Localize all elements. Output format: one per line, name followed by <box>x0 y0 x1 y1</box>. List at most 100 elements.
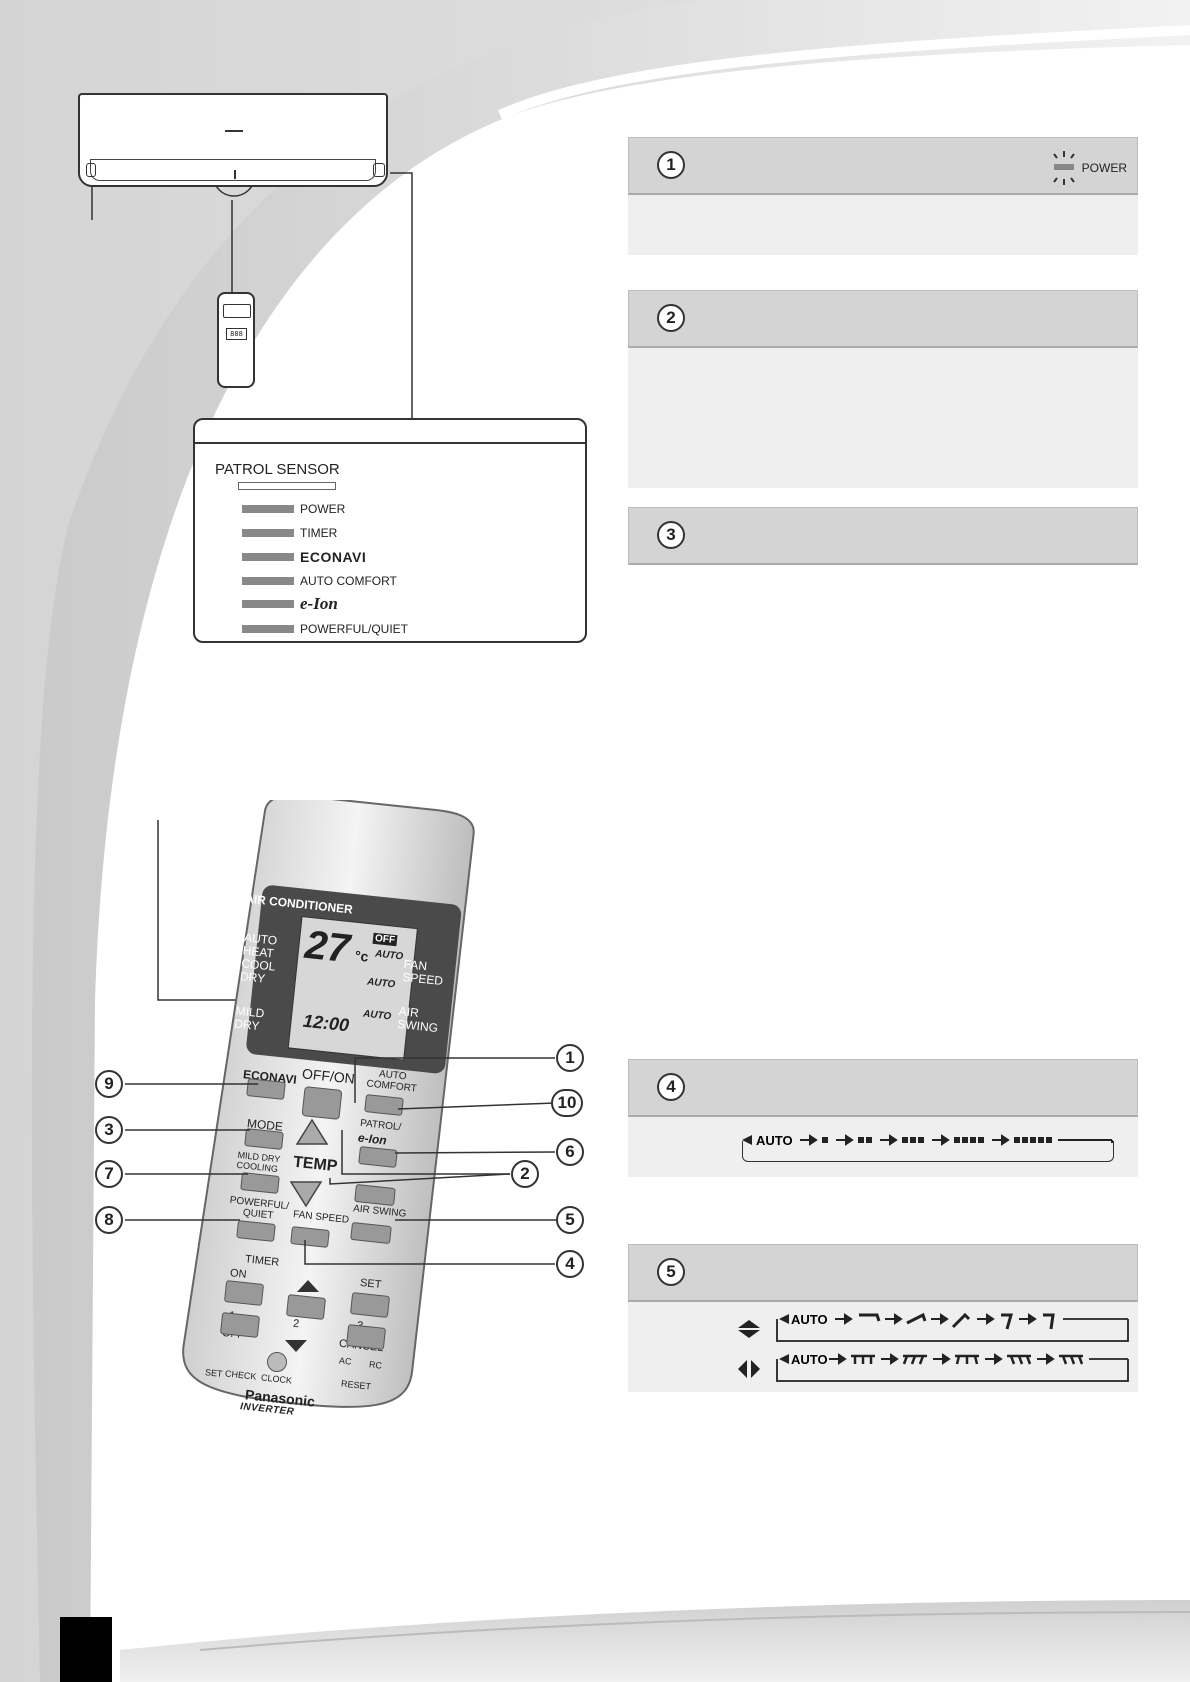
horizontal-swing-cycle: AUTO <box>776 1352 1129 1382</box>
indicator-auto-comfort: AUTO COMFORT <box>242 571 397 591</box>
lcd-off: OFF <box>372 932 398 947</box>
fan-speed-button[interactable] <box>290 1226 330 1248</box>
callout-5: 5 <box>556 1206 584 1234</box>
timer-up-button[interactable] <box>293 1278 323 1294</box>
temp-up-button[interactable] <box>295 1118 329 1146</box>
indicator-powerful-quiet: POWERFUL/QUIET <box>242 619 408 639</box>
callout-6: 6 <box>556 1138 584 1166</box>
section-number: 2 <box>657 304 685 332</box>
indicator-label: e-Ion <box>300 594 338 613</box>
unit-center-mark <box>234 170 236 179</box>
fan-speed-cycle-arrows: AUTO <box>742 1133 1113 1148</box>
timer-set-label: SET <box>359 1276 382 1292</box>
indicator-label: POWERFUL/QUIET <box>300 622 409 636</box>
callout-10: 10 <box>551 1089 583 1117</box>
bottom-set-label: SET <box>204 1367 223 1379</box>
section-number: 5 <box>657 1258 685 1286</box>
section-number: 1 <box>657 151 685 179</box>
power-lamp-icon <box>1052 151 1075 185</box>
page-number-tab <box>60 1617 112 1682</box>
section-5-body: AUTO AUTO <box>628 1302 1138 1392</box>
mild-dry-button[interactable] <box>240 1172 280 1194</box>
indicator-lamp <box>242 529 294 537</box>
section-number: 4 <box>657 1073 685 1101</box>
timer-cancel-button[interactable] <box>345 1324 387 1350</box>
mode-button[interactable] <box>244 1128 284 1150</box>
eion-label: e-Ion <box>357 1130 388 1148</box>
unit-left-sensor <box>86 163 96 177</box>
section-2-header: 2 <box>628 290 1138 348</box>
auto-comfort-button[interactable] <box>364 1094 404 1116</box>
indicator-label: POWER <box>300 502 346 516</box>
lcd-mild-dry: MILD DRY <box>234 1004 265 1034</box>
indicator-lamp <box>242 600 294 608</box>
callout-3: 3 <box>95 1116 123 1144</box>
callout-4: 4 <box>556 1250 584 1278</box>
indicator-power: POWER <box>242 499 345 519</box>
section-1-body <box>628 195 1138 255</box>
vertical-auto-label: AUTO <box>791 1312 828 1327</box>
indicator-eion: e-Ion <box>242 594 338 614</box>
bottom-ac-label: AC <box>338 1355 353 1367</box>
mini-remote-icon: 888 <box>217 292 255 388</box>
indicator-panel: PATROL SENSOR POWER TIMER ECONAVI AUTO C… <box>193 418 587 643</box>
indicator-timer: TIMER <box>242 523 337 543</box>
indicator-econavi: ECONAVI <box>242 547 366 567</box>
patrol-sensor-bar <box>238 482 336 490</box>
section-4-body: AUTO <box>628 1117 1138 1177</box>
timer-2-button[interactable] <box>285 1294 327 1320</box>
section-1-header: 1 POWER <box>628 137 1138 195</box>
mini-remote-lcd: 888 <box>226 328 247 340</box>
callout-1: 1 <box>556 1044 584 1072</box>
callout-9: 9 <box>95 1070 123 1098</box>
temp-down-button[interactable] <box>289 1180 323 1208</box>
section-number: 3 <box>657 521 685 549</box>
timer-off-button[interactable] <box>219 1312 261 1338</box>
indicator-label: AUTO COMFORT <box>300 574 397 588</box>
power-badge-label: POWER <box>1081 161 1127 175</box>
section-4-header: 4 <box>628 1059 1138 1117</box>
unit-air-outlet <box>90 159 376 181</box>
lcd-temperature: 27 <box>302 922 352 972</box>
patrol-eion-button[interactable] <box>358 1146 398 1168</box>
timer-down-button[interactable] <box>281 1338 311 1354</box>
section-5-header: 5 <box>628 1244 1138 1302</box>
horizontal-swing-icon <box>738 1360 760 1378</box>
remote-control: AIR CONDITIONER AUTO HEAT COOL DRY MILD … <box>155 800 495 1410</box>
lcd-fan-speed: FAN SPEED <box>402 957 445 988</box>
indicator-lamp <box>242 505 294 513</box>
timer-on-label: ON <box>229 1267 248 1281</box>
indicator-lamp <box>242 577 294 585</box>
section-3-header: 3 <box>628 507 1138 565</box>
callout-2: 2 <box>511 1160 539 1188</box>
econavi-button[interactable] <box>246 1078 286 1100</box>
lcd-air-swing: AIR SWING <box>397 1004 440 1035</box>
vertical-swing-icon <box>738 1320 760 1338</box>
panel-divider <box>195 442 585 444</box>
indicator-label: TIMER <box>300 526 338 540</box>
unit-right-sensor <box>373 163 385 177</box>
timer-on-button[interactable] <box>223 1280 265 1306</box>
horizontal-auto-label: AUTO <box>791 1352 828 1367</box>
section-2-body <box>628 348 1138 488</box>
lcd-mode-list: AUTO HEAT COOL DRY <box>239 930 278 986</box>
indicator-lamp <box>242 553 294 561</box>
indicator-lamp <box>242 625 294 633</box>
fan-speed-cycle <box>742 1141 1114 1162</box>
timer-set-button[interactable] <box>349 1292 391 1318</box>
mini-remote-top <box>223 304 251 318</box>
patrol-sensor-label: PATROL SENSOR <box>215 461 340 478</box>
bottom-rc-label: RC <box>368 1359 383 1371</box>
callout-7: 7 <box>95 1160 123 1188</box>
timer-2-label: 2 <box>292 1317 300 1331</box>
indicator-label: ECONAVI <box>300 549 367 565</box>
power-badge: POWER <box>1046 148 1127 188</box>
off-on-button[interactable] <box>301 1086 343 1120</box>
fan-auto-label: AUTO <box>756 1133 793 1148</box>
clock-button[interactable] <box>267 1352 287 1372</box>
indoor-unit <box>78 93 388 187</box>
lcd-temp-unit: °c <box>354 947 370 965</box>
powerful-quiet-button[interactable] <box>236 1220 276 1242</box>
unit-indicator-line <box>225 130 243 132</box>
vertical-swing-cycle: AUTO <box>776 1312 1129 1342</box>
